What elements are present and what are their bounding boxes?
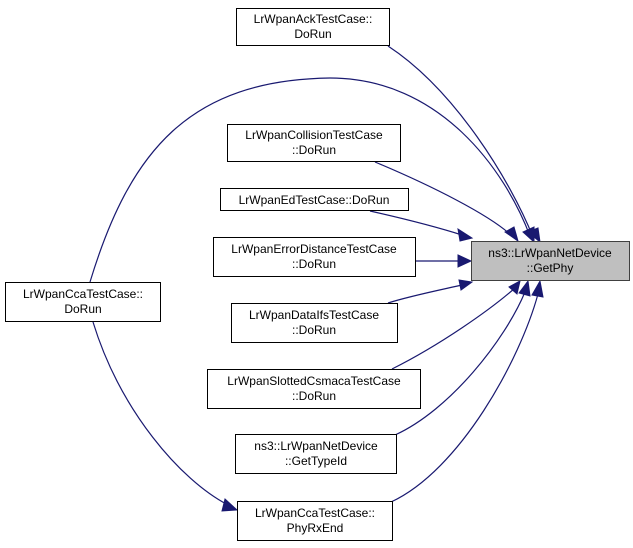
edge-collision-to-getphy [374, 161, 513, 237]
node-label: LrWpanEdTestCase::DoRun [239, 193, 390, 207]
node-label: ::GetTypeId [285, 454, 347, 468]
edge-dataifs-to-getphy [387, 284, 463, 304]
arrowhead-slotted [508, 280, 521, 295]
node-label: ns3::LrWpanNetDevice [254, 439, 378, 453]
target-label: ::GetPhy [527, 261, 574, 275]
node-dataifs-dorun[interactable]: LrWpanDataIfsTestCase ::DoRun [231, 303, 398, 343]
arrowhead-gettypeid [518, 279, 531, 297]
node-label: LrWpanCollisionTestCase [245, 128, 383, 142]
node-ed-dorun[interactable]: LrWpanEdTestCase::DoRun [220, 188, 409, 211]
node-label: LrWpanCcaTestCase:: [23, 287, 143, 301]
node-slottedcsmaca-dorun[interactable]: LrWpanSlottedCsmacaTestCase ::DoRun [207, 369, 421, 409]
node-cca-dorun[interactable]: LrWpanCcaTestCase:: DoRun [5, 282, 161, 322]
node-label: DoRun [64, 302, 101, 316]
node-errordistance-dorun[interactable]: LrWpanErrorDistanceTestCase ::DoRun [213, 237, 416, 277]
edge-ed-to-getphy [369, 210, 463, 236]
arrowhead-collision [504, 226, 519, 243]
edge-cca-to-getphy [89, 77, 531, 283]
node-cca-phyrxend[interactable]: LrWpanCcaTestCase:: PhyRxEnd [237, 501, 393, 541]
node-target-getphy[interactable]: ns3::LrWpanNetDevice ::GetPhy [471, 241, 630, 281]
node-label: LrWpanCcaTestCase:: [255, 506, 375, 520]
nodes: LrWpanAckTestCase:: DoRun LrWpanCollisio… [5, 8, 630, 541]
arrowhead-errdist [457, 254, 473, 268]
node-label: ::DoRun [292, 323, 336, 337]
node-label: ::DoRun [292, 257, 336, 271]
node-label: ::DoRun [292, 143, 336, 157]
edge-phyrxend-to-getphy [390, 293, 539, 503]
node-label: LrWpanAckTestCase:: [254, 12, 373, 26]
arrowhead-phyrxend [531, 279, 544, 298]
arrowhead-cca [522, 226, 535, 244]
arrowhead-dataifs [458, 279, 474, 291]
node-label: LrWpanDataIfsTestCase [249, 308, 379, 322]
node-label: LrWpanSlottedCsmacaTestCase [227, 374, 401, 388]
target-label: ns3::LrWpanNetDevice [488, 246, 612, 260]
edge-ack-to-getphy [387, 45, 534, 238]
edges [89, 45, 544, 512]
node-label: PhyRxEnd [287, 521, 344, 535]
node-label: DoRun [294, 27, 331, 41]
edge-cca-to-phyrxend [92, 321, 229, 506]
node-collision-dorun[interactable]: LrWpanCollisionTestCase ::DoRun [227, 124, 401, 162]
arrowhead-ed [457, 227, 474, 242]
node-gettypeid[interactable]: ns3::LrWpanNetDevice ::GetTypeId [235, 434, 397, 474]
edge-gettypeid-to-getphy [394, 291, 526, 436]
node-label: ::DoRun [292, 389, 336, 403]
node-ack-dorun[interactable]: LrWpanAckTestCase:: DoRun [236, 8, 390, 46]
edge-slotted-to-getphy [391, 287, 516, 370]
arrowhead-cca-phyrxend [221, 498, 239, 512]
node-label: LrWpanErrorDistanceTestCase [231, 242, 397, 256]
